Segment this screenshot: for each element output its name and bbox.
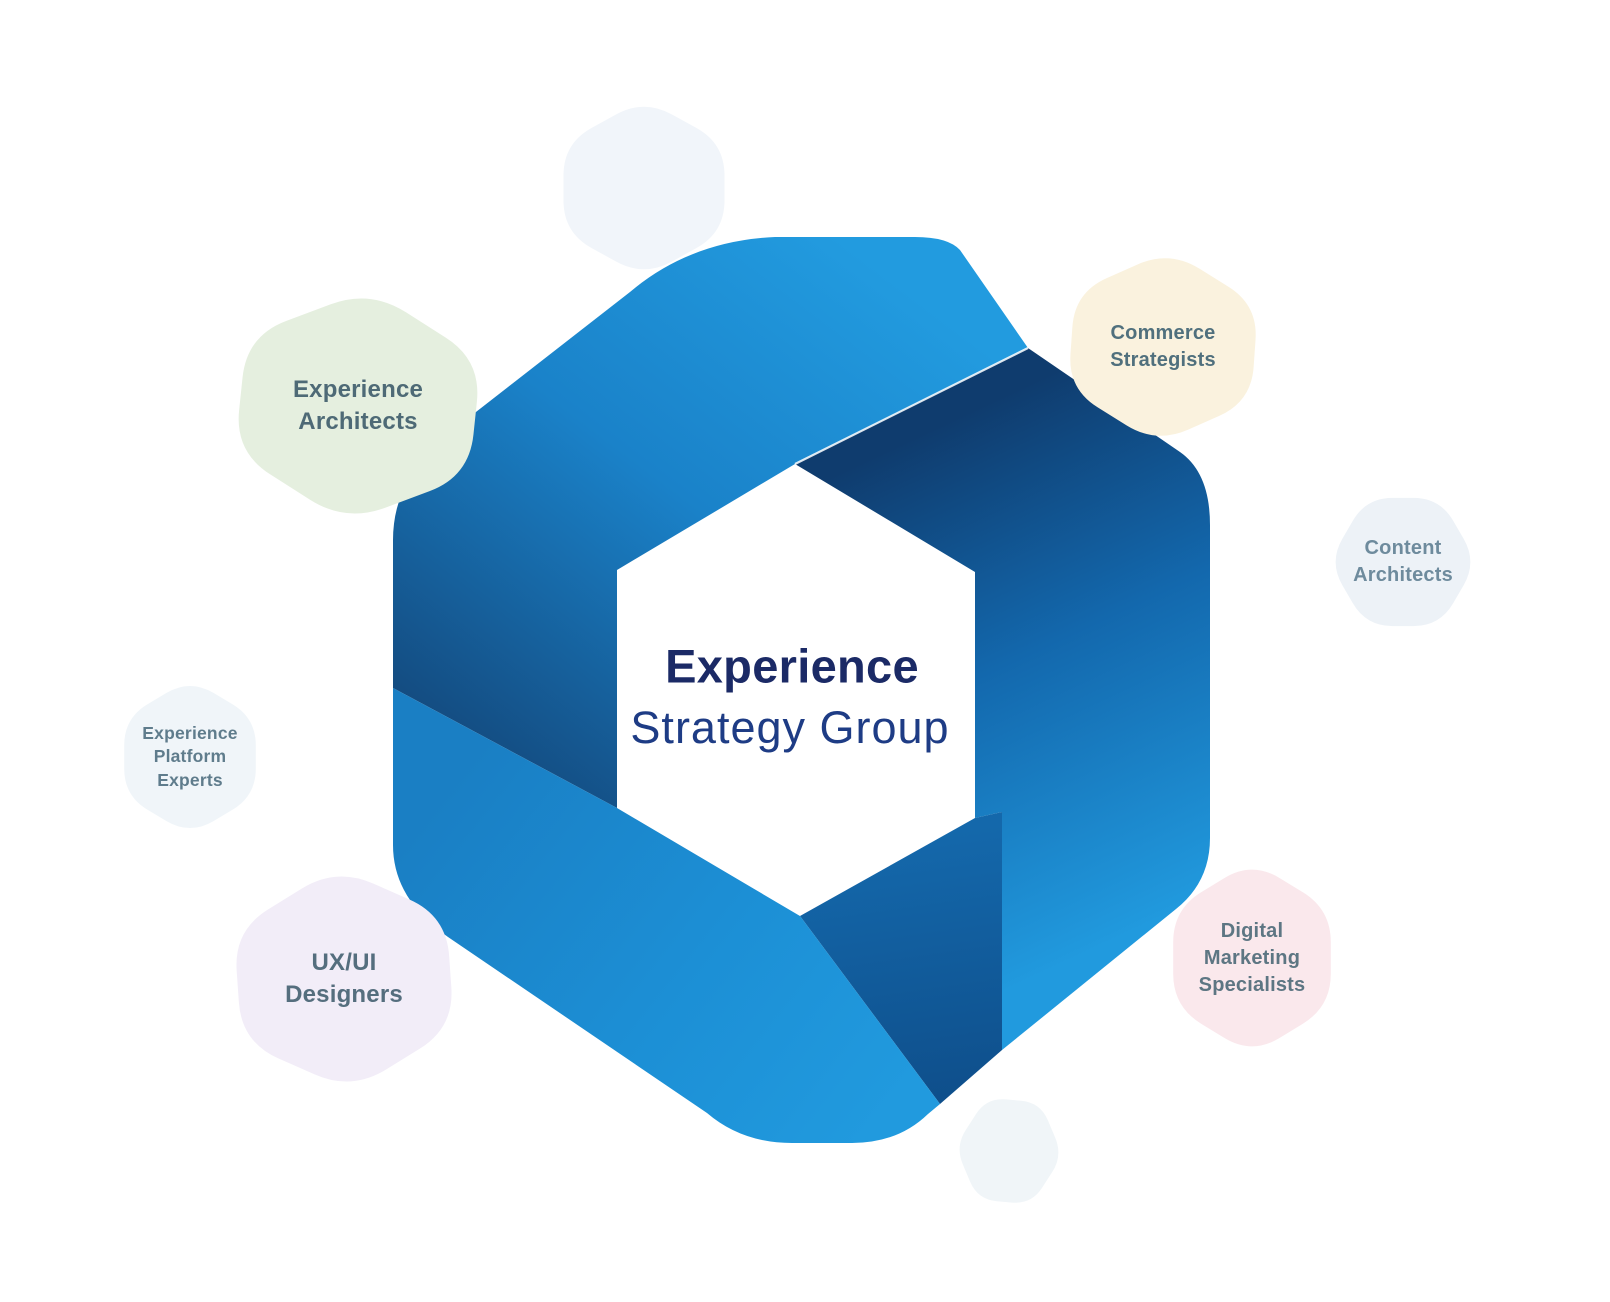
- hexagon-deco-bottom: [959, 1099, 1059, 1203]
- hexagon-label-ux-ui-designers: UX/UI Designers: [285, 948, 403, 1008]
- ribbon-segment-end-dark: [800, 812, 1002, 1104]
- hexagon-experience-platform-experts: [124, 685, 256, 829]
- ribbon-segment-top-left: [393, 237, 1028, 808]
- hexagon-label-experience-architects: Experience Architects: [292, 375, 424, 435]
- hexagon-experience-architects: [238, 298, 478, 514]
- ribbon-segment-right: [795, 348, 1210, 1050]
- center-title-line1: Experience: [665, 639, 919, 693]
- hexagon-deco-top: [563, 106, 725, 270]
- hexagon-commerce-strategists: [1070, 258, 1256, 436]
- hexagon-content-architects: [1335, 497, 1471, 627]
- ribbon-segment-bottom: [393, 688, 940, 1143]
- hexagon-label-commerce-strategists: Commerce Strategists: [1110, 322, 1216, 371]
- hexagon-label-experience-platform-experts: Experience Platform Experts: [142, 722, 238, 790]
- hexagon-label-digital-marketing-specialists: Digital Marketing Specialists: [1198, 919, 1306, 996]
- hexagon-layer: [124, 106, 1471, 1203]
- ribbon-seam-highlight: [794, 347, 1029, 465]
- center-title-line2: Strategy Group: [630, 702, 950, 753]
- hexagon-ux-ui-designers: [236, 876, 452, 1082]
- hexagon-label-content-architects: Content Architects: [1353, 537, 1453, 586]
- hexagon-digital-marketing-specialists: [1173, 869, 1331, 1047]
